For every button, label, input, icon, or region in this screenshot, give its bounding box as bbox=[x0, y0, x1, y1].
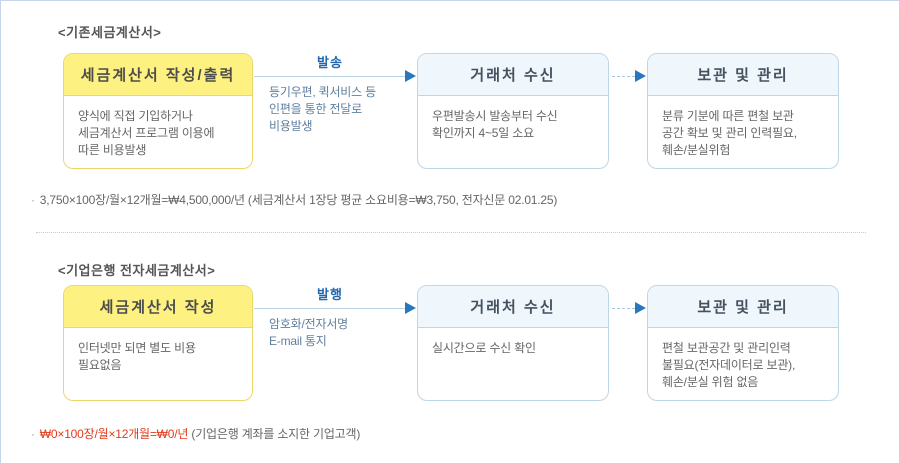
connector-label-issue: 발행 bbox=[317, 287, 343, 302]
dashed-connector-line bbox=[612, 308, 635, 309]
section-title-existing: <기존세금계산서> bbox=[58, 25, 162, 40]
flow-box-storage-management-header: 보관 및 관리 bbox=[648, 54, 838, 96]
arrow-right-icon bbox=[635, 302, 646, 314]
cost-note-electronic: · ₩0×100장/월×12개월=₩0/년 (기업은행 계좌를 소지한 기업고객) bbox=[31, 425, 360, 442]
dashed-connector-line bbox=[612, 76, 635, 77]
flow-box-create-print-body: 양식에 직접 기입하거나 세금계산서 프로그램 이용에 따른 비용발생 bbox=[78, 109, 215, 157]
cost-note-existing: · 3,750×100장/월×12개월=₩4,500,000/년 (세금계산서 1… bbox=[31, 191, 557, 208]
dotted-divider bbox=[36, 232, 866, 233]
flow-box-client-receive-header: 거래처 수신 bbox=[418, 54, 608, 96]
flow-box-create-print: 세금계산서 작성/출력 양식에 직접 기입하거나 세금계산서 프로그램 이용에 … bbox=[63, 53, 253, 169]
cost-highlight: ₩0×100장/월×12개월=₩0/년 bbox=[39, 427, 189, 441]
connector-note-issue: 암호화/전자서명 E-mail 통지 bbox=[269, 317, 349, 348]
connector-line bbox=[254, 76, 405, 77]
flow-box-client-receive-body: 실시간으로 수신 확인 bbox=[432, 341, 536, 355]
flow-box-create: 세금계산서 작성 인터넷만 되면 별도 비용 필요없음 bbox=[63, 285, 253, 401]
arrow-right-icon bbox=[405, 302, 416, 314]
flow-box-create-header: 세금계산서 작성 bbox=[64, 286, 252, 328]
flow-box-client-receive: 거래처 수신 우편발송시 발송부터 수신 확인까지 4~5일 소요 bbox=[417, 53, 609, 169]
flow-box-storage-management: 보관 및 관리 분류 기분에 따른 편철 보관 공간 확보 및 관리 인력필요,… bbox=[647, 53, 839, 169]
flow-box-client-receive-body: 우편발송시 발송부터 수신 확인까지 4~5일 소요 bbox=[432, 109, 558, 140]
flow-box-client-receive: 거래처 수신 실시간으로 수신 확인 bbox=[417, 285, 609, 401]
section-electronic-tax-invoice: <기업은행 전자세금계산서> 세금계산서 작성 인터넷만 되면 별도 비용 필요… bbox=[1, 233, 899, 463]
arrow-right-icon bbox=[405, 70, 416, 82]
flow-box-client-receive-header: 거래처 수신 bbox=[418, 286, 608, 328]
flow-box-create-body: 인터넷만 되면 별도 비용 필요없음 bbox=[78, 341, 196, 372]
connector-label-send: 발송 bbox=[317, 55, 343, 70]
bullet: · bbox=[31, 193, 35, 207]
flow-box-create-print-header: 세금계산서 작성/출력 bbox=[64, 54, 252, 96]
flow-box-storage-management-body: 분류 기분에 따른 편철 보관 공간 확보 및 관리 인력필요, 훼손/분실위험 bbox=[662, 109, 797, 157]
cost-text: 3,750×100장/월×12개월=₩4,500,000/년 (세금계산서 1장… bbox=[39, 193, 558, 207]
section-title-electronic: <기업은행 전자세금계산서> bbox=[58, 263, 216, 278]
connector-line bbox=[254, 308, 405, 309]
bullet: · bbox=[31, 427, 35, 441]
connector-note-send: 등기우편, 퀵서비스 등 인편을 통한 전달로 비용발생 bbox=[269, 85, 376, 133]
section-existing-tax-invoice: <기존세금계산서> 세금계산서 작성/출력 양식에 직접 기입하거나 세금계산서… bbox=[1, 1, 899, 232]
arrow-right-icon bbox=[635, 70, 646, 82]
cost-text: (기업은행 계좌를 소지한 기업고객) bbox=[188, 427, 361, 441]
flow-box-storage-management-body: 편철 보관공간 및 관리인력 불필요(전자데이터로 보관), 훼손/분실 위험 … bbox=[662, 341, 796, 389]
flow-box-storage-management-header: 보관 및 관리 bbox=[648, 286, 838, 328]
flow-box-storage-management: 보관 및 관리 편철 보관공간 및 관리인력 불필요(전자데이터로 보관), 훼… bbox=[647, 285, 839, 401]
